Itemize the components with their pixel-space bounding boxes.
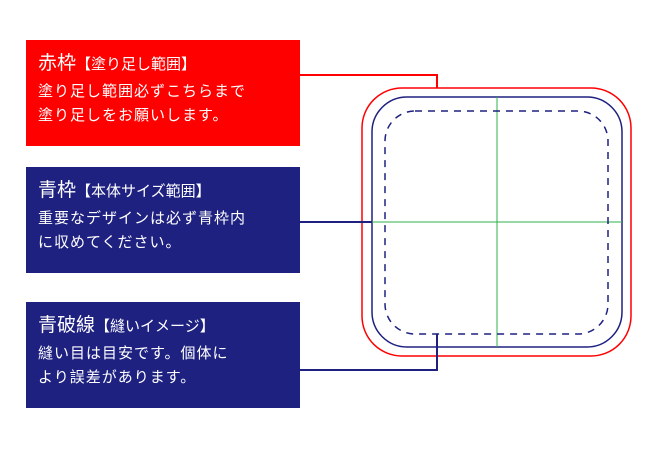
stitch-desc-line2: より誤差があります。: [38, 368, 197, 386]
stitch-line: [384, 110, 609, 335]
bleed-area-label-box: 赤枠【塗り足し範囲】 塗り足し範囲必ずこちらまで 塗り足しをお願いします。: [26, 40, 300, 146]
stitch-label-box: 青破線【縫いイメージ】 縫い目は目安です。個体に より誤差があります。: [26, 302, 300, 408]
bleed-subtitle: 【塗り足し範囲】: [76, 55, 197, 73]
bleed-title: 赤枠: [38, 52, 77, 74]
body-size-label-box: 青枠【本体サイズ範囲】 重要なデザインは必ず青枠内 に収めてください。: [26, 167, 300, 273]
stitch-desc-line1: 縫い目は目安です。個体に: [38, 344, 229, 362]
stitch-leader-line: [300, 334, 438, 371]
body-size-subtitle: 【本体サイズ範囲】: [76, 182, 211, 200]
bleed-desc-line2: 塗り足しをお願いします。: [38, 106, 229, 124]
stitch-subtitle: 【縫いイメージ】: [95, 317, 215, 335]
body-size-desc-line2: に収めてください。: [38, 233, 182, 251]
body-size-desc-line1: 重要なデザインは必ず青枠内: [38, 209, 247, 227]
stitch-title: 青破線: [38, 314, 96, 336]
bleed-leader-line: [300, 74, 438, 88]
body-size-title: 青枠: [38, 179, 77, 201]
bleed-desc-line1: 塗り足し範囲必ずこちらまで: [38, 82, 247, 100]
